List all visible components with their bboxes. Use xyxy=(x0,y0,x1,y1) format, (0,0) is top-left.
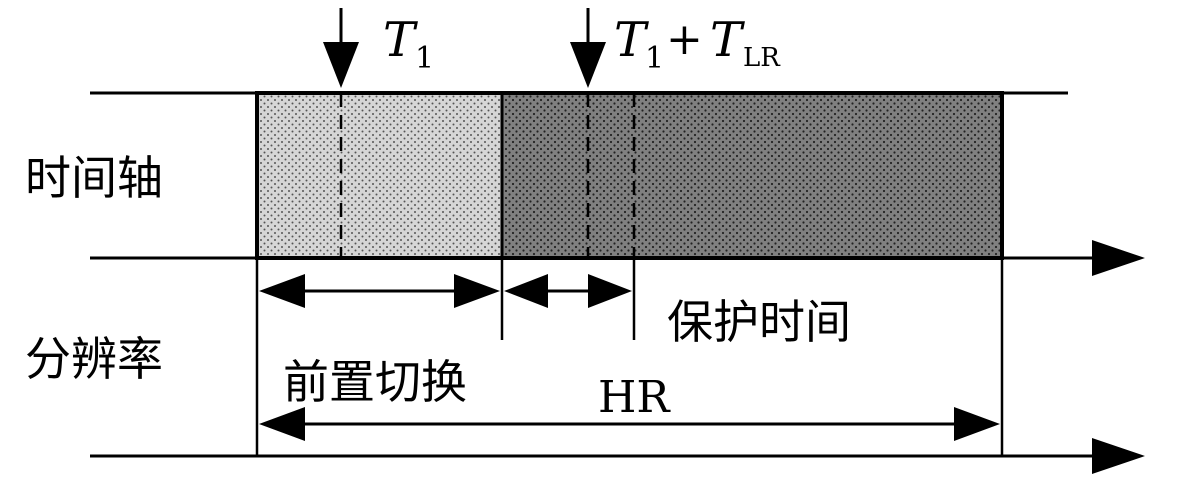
resolution-label: 分辨率 xyxy=(25,332,163,386)
t1-marker-arrow xyxy=(323,8,359,88)
svg-text:LR: LR xyxy=(743,43,781,73)
svg-text:1: 1 xyxy=(645,41,664,76)
svg-text:1: 1 xyxy=(415,41,434,76)
hr-span-arrow xyxy=(259,407,1000,441)
pre-switch-label: 前置切换 xyxy=(283,355,467,409)
hr-label: HR xyxy=(598,372,671,423)
time-axis-label: 时间轴 xyxy=(25,151,163,205)
time-axis-arrowhead xyxy=(1092,240,1145,276)
svg-text:T: T xyxy=(710,12,745,68)
resolution-axis-arrowhead xyxy=(1092,438,1145,474)
hr-region xyxy=(502,93,1002,258)
pre-switch-span-arrow xyxy=(259,274,500,308)
t1-plus-tlr-label: T 1 + T LR xyxy=(614,12,781,76)
svg-text:T: T xyxy=(614,12,649,68)
svg-text:T: T xyxy=(383,12,418,68)
t1-tlr-marker-arrow xyxy=(570,8,606,88)
guard-time-label: 保护时间 xyxy=(667,295,851,349)
guard-time-span-arrow xyxy=(504,274,632,308)
svg-text:+: + xyxy=(666,14,703,65)
t1-label: T 1 xyxy=(383,12,434,76)
pre-switch-region xyxy=(257,93,502,258)
